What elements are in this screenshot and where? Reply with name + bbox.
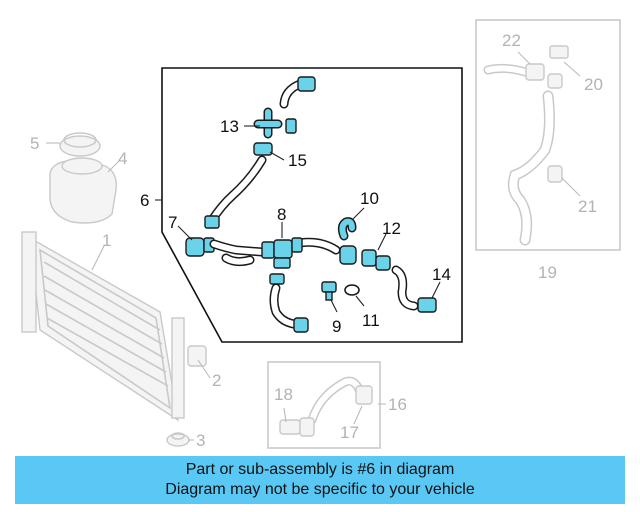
banner-line-1: Part or sub-assembly is #6 in diagram — [185, 461, 455, 478]
callout-5: 5 — [30, 134, 39, 153]
inset-16-hoses — [279, 376, 373, 437]
callout-18: 18 — [274, 385, 293, 404]
reservoir-cap — [59, 132, 101, 157]
callout-14: 14 — [432, 265, 451, 284]
leader-lines — [46, 51, 581, 441]
callout-16: 16 — [388, 395, 407, 414]
callout-1: 1 — [102, 231, 111, 250]
coolant-reservoir — [49, 157, 117, 224]
callout-3: 3 — [196, 431, 205, 450]
callout-20: 20 — [584, 75, 603, 94]
clamp-14 — [417, 297, 437, 313]
callout-21: 21 — [578, 197, 597, 216]
bolt-9 — [321, 281, 337, 301]
callout-10: 10 — [360, 189, 379, 208]
hose-15-clamp — [253, 142, 273, 156]
callout-19: 19 — [538, 263, 557, 282]
pipe-10 — [337, 217, 357, 241]
info-banner: Part or sub-assembly is #6 in diagram Di… — [15, 456, 625, 504]
radiator-bushing — [166, 432, 190, 447]
hose-top — [279, 76, 316, 109]
callout-15: 15 — [288, 151, 307, 170]
callout-2: 2 — [212, 371, 221, 390]
assembly-6-outline — [161, 67, 463, 343]
callout-8: 8 — [277, 205, 286, 224]
inset-box-19 — [475, 19, 621, 251]
callout-17: 17 — [340, 423, 359, 442]
callout-7: 7 — [168, 213, 177, 232]
radiator — [21, 231, 185, 422]
banner-line-2: Diagram may not be specific to your vehi… — [165, 481, 475, 498]
hose-14 — [391, 265, 437, 313]
hose-top-clamp — [297, 76, 316, 92]
connector-8 — [261, 237, 303, 269]
callout-9: 9 — [332, 317, 341, 336]
clamp-13 — [285, 118, 297, 134]
inset-19-hoses — [483, 45, 569, 246]
hose-15 — [207, 142, 273, 225]
callout-13: 13 — [220, 117, 239, 136]
fitting-12 — [339, 245, 391, 271]
clamp-upper-left — [204, 215, 220, 229]
callout-6: 6 — [140, 191, 149, 210]
inset-box-16 — [267, 361, 381, 449]
seal-11 — [344, 284, 360, 296]
main-hose-line — [209, 237, 341, 267]
hose-lower — [269, 273, 309, 333]
callout-4: 4 — [118, 149, 127, 168]
callout-12: 12 — [382, 219, 401, 238]
callout-11: 11 — [362, 311, 380, 330]
callout-22: 22 — [502, 31, 521, 50]
radiator-mount — [187, 345, 207, 367]
t-connector-13 — [253, 107, 297, 139]
